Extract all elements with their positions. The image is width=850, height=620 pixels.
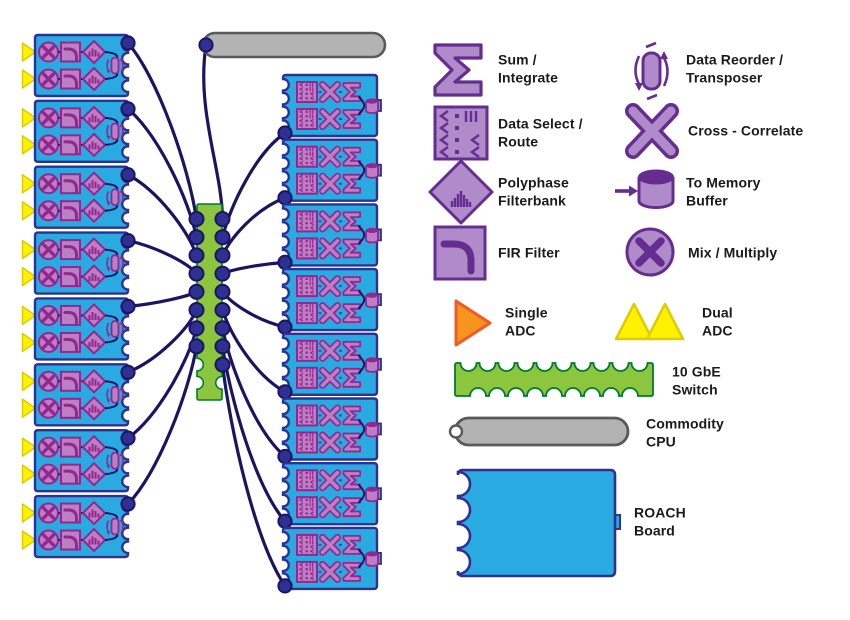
roach-board-left-6 xyxy=(21,363,136,427)
dual-adc-icon xyxy=(614,302,685,341)
cross-correlate-icon xyxy=(625,103,679,159)
roach-board-left-5 xyxy=(21,297,136,361)
dual-adc-input xyxy=(21,42,37,62)
dual-adc-input xyxy=(21,503,37,523)
roach-board-right-8 xyxy=(277,526,382,594)
roach-board-left-3 xyxy=(21,165,136,229)
roach-board-right-4 xyxy=(277,267,382,335)
generated-diagram xyxy=(21,31,654,594)
roach-board-right-6 xyxy=(277,397,382,465)
roach-board-left-8 xyxy=(21,494,136,559)
dual-adc-input xyxy=(21,69,37,89)
ten-gbe-switch xyxy=(188,203,231,401)
legend-label-mix-multiply: Mix / Multiply xyxy=(688,244,778,261)
roach-board-right-1 xyxy=(277,73,382,141)
legend-label-data-select-route: Data Select / Route xyxy=(498,115,583,150)
roach-board-right-3 xyxy=(277,203,382,270)
legend-label-to-memory-buffer: To Memory Buffer xyxy=(686,174,761,209)
mix-multiply-icon xyxy=(625,227,675,277)
roach-board-left-7 xyxy=(21,428,136,493)
roach-board-right-5 xyxy=(277,332,382,400)
fir-filter-icon xyxy=(433,225,487,281)
dual-adc-input xyxy=(21,200,37,221)
legend-label-commodity-cpu: Commodity CPU xyxy=(646,415,724,450)
legend-label-roach-board: ROACH Board xyxy=(634,504,686,539)
commodity-cpu-legend-icon xyxy=(448,416,630,447)
to-memory-buffer-icon xyxy=(615,169,675,209)
dual-adc-input xyxy=(21,173,37,194)
ten-gbe-switch-legend-icon xyxy=(454,362,654,397)
dual-adc-input xyxy=(21,239,37,260)
roach-board-right-7 xyxy=(277,462,382,529)
legend-label-polyphase-filterbank: Polyphase Filterbank xyxy=(498,174,569,209)
legend-label-sum-integrate: Sum / Integrate xyxy=(498,51,559,86)
data-reorder-icon xyxy=(634,41,669,101)
dual-adc-input xyxy=(21,398,37,419)
dual-adc-input xyxy=(21,305,37,326)
dual-adc-input xyxy=(21,135,37,155)
roach-board-legend-icon xyxy=(456,468,621,578)
dual-adc-input xyxy=(21,437,37,457)
legend-label-cross-correlate: Cross - Correlate xyxy=(688,122,804,139)
polyphase-filterbank-icon xyxy=(428,159,494,225)
legend-label-ten-gbe-switch: 10 GbE Switch xyxy=(672,363,721,398)
sum-integrate-icon xyxy=(433,43,483,97)
roach-board-left-2 xyxy=(21,99,136,164)
dual-adc-input xyxy=(21,371,37,392)
dual-adc-input xyxy=(21,464,37,484)
dual-adc-input xyxy=(21,332,37,353)
dual-adc-input xyxy=(21,108,37,128)
roach-board-left-1 xyxy=(21,33,136,98)
data-select-route-icon xyxy=(433,105,489,161)
single-adc-icon xyxy=(454,299,492,347)
dual-adc-input xyxy=(21,530,37,550)
dual-adc-input xyxy=(21,266,37,287)
roach-board-left-4 xyxy=(21,231,136,295)
roach-board-right-2 xyxy=(277,138,382,206)
legend-label-single-adc: Single ADC xyxy=(505,304,548,339)
legend-label-fir-filter: FIR Filter xyxy=(498,244,560,261)
legend-label-dual-adc: Dual ADC xyxy=(702,304,733,339)
commodity-cpu xyxy=(198,31,387,59)
legend-label-data-reorder: Data Reorder / Transposer xyxy=(686,51,784,86)
